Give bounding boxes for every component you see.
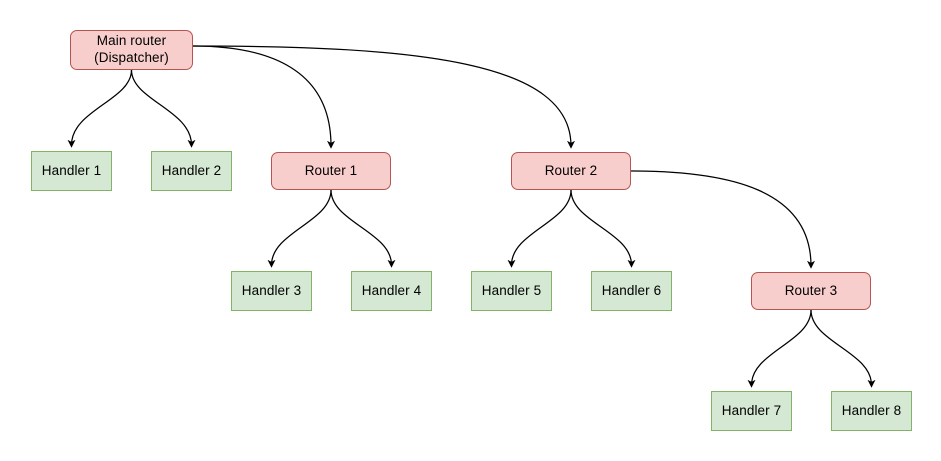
node-label-handler-7: Handler 7 [721, 402, 782, 418]
node-handler-2[interactable]: Handler 2 [151, 151, 232, 191]
edge-router-2-to-router-3 [630, 170, 815, 269]
node-label-router-3: Router 3 [784, 282, 838, 298]
node-label-handler-8: Handler 8 [841, 402, 902, 418]
node-router-2[interactable]: Router 2 [511, 152, 631, 190]
node-label-main-router: Main router (Dispatcher) [94, 33, 169, 65]
node-handler-4[interactable]: Handler 4 [351, 271, 432, 311]
node-label-router-2: Router 2 [544, 162, 598, 178]
node-label-router-1: Router 1 [304, 162, 358, 178]
node-label-handler-5: Handler 5 [481, 282, 542, 298]
node-handler-3[interactable]: Handler 3 [231, 271, 312, 311]
edge-router-2-to-handler-5 [507, 189, 572, 268]
edge-main-router-to-router-2 [192, 45, 575, 149]
edge-main-router-to-router-1 [192, 45, 335, 149]
node-label-handler-3: Handler 3 [241, 282, 302, 298]
node-handler-8[interactable]: Handler 8 [831, 391, 912, 431]
node-handler-7[interactable]: Handler 7 [711, 391, 792, 431]
edge-router-1-to-handler-4 [330, 189, 396, 268]
node-label-handler-1: Handler 1 [41, 162, 102, 178]
node-label-handler-6: Handler 6 [601, 282, 662, 298]
node-label-handler-2: Handler 2 [161, 162, 222, 178]
node-handler-5[interactable]: Handler 5 [471, 271, 552, 311]
node-router-3[interactable]: Router 3 [751, 272, 871, 310]
edge-router-1-to-handler-3 [267, 189, 332, 268]
node-router-1[interactable]: Router 1 [271, 152, 391, 190]
node-handler-1[interactable]: Handler 1 [31, 151, 112, 191]
node-handler-6[interactable]: Handler 6 [591, 271, 672, 311]
edge-router-3-to-handler-8 [810, 309, 876, 388]
edge-main-router-to-handler-2 [130, 69, 196, 148]
edge-path-group [67, 45, 876, 388]
edge-main-router-to-handler-1 [67, 69, 133, 148]
node-main-router[interactable]: Main router (Dispatcher) [70, 30, 193, 70]
edge-router-3-to-handler-7 [747, 309, 812, 388]
edge-router-2-to-handler-6 [570, 189, 636, 268]
node-label-handler-4: Handler 4 [361, 282, 422, 298]
